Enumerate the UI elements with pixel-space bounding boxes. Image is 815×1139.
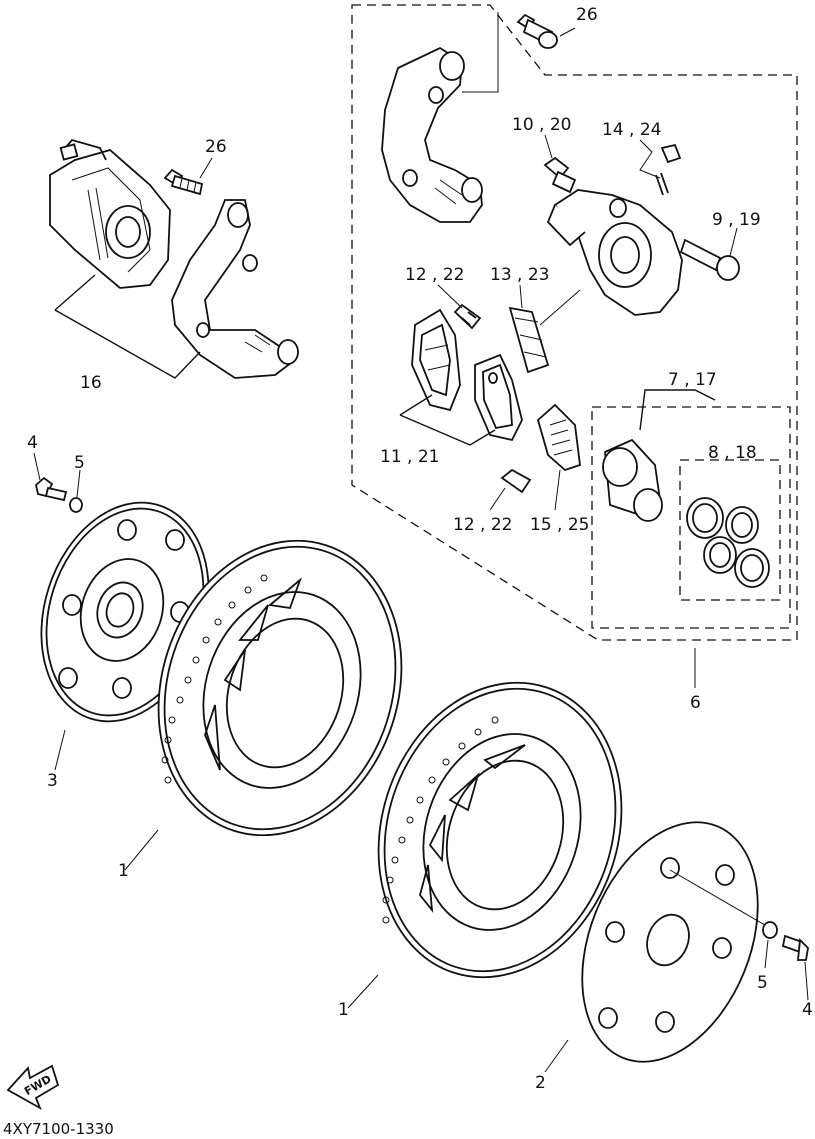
label-5-right: 5 xyxy=(757,973,768,993)
label-12-22-lower: 12 , 22 xyxy=(453,515,512,535)
label-10-20: 10 , 20 xyxy=(512,115,571,135)
leader-26b xyxy=(559,27,576,37)
label-12-22-upper: 12 , 22 xyxy=(405,265,464,285)
pistons-7-17 xyxy=(602,438,663,522)
leader-15-25 xyxy=(554,469,561,511)
label-6: 6 xyxy=(690,693,701,713)
leader-9-19 xyxy=(729,227,738,257)
right-caliper-bracket xyxy=(381,46,483,223)
bolt-4-right xyxy=(781,934,809,961)
label-3: 3 xyxy=(47,771,58,791)
forward-arrow-icon xyxy=(6,1064,60,1111)
leader-4a xyxy=(33,452,41,481)
seals-8-18 xyxy=(686,497,770,588)
pad-pin-9-19 xyxy=(679,238,740,281)
leader-5a xyxy=(76,469,81,498)
leader-11-21 xyxy=(399,394,496,446)
caliper-assembly-boundary xyxy=(351,4,798,641)
label-26-right: 26 xyxy=(576,5,598,25)
label-16: 16 xyxy=(80,373,102,393)
diagram-code: 4XY7100-1330 xyxy=(3,1120,114,1138)
label-26-left: 26 xyxy=(205,137,227,157)
bolt-26-axis xyxy=(462,12,499,93)
right-bolt-26 xyxy=(516,13,558,49)
brake-disc-left xyxy=(157,539,403,837)
pad-clip-12-22-lower xyxy=(500,468,532,494)
brake-disc-right xyxy=(377,681,623,979)
label-14-24: 14 , 24 xyxy=(602,120,661,140)
leader-12-22b xyxy=(489,487,506,511)
brake-pad-inner xyxy=(474,353,523,442)
label-4-right: 4 xyxy=(802,1000,813,1020)
label-5-left: 5 xyxy=(74,453,85,473)
washer-5-right xyxy=(762,921,778,939)
pad-shim-15-25 xyxy=(536,403,581,472)
leader-2 xyxy=(544,1039,569,1073)
left-caliper-body xyxy=(49,138,171,289)
washer-5-left xyxy=(69,497,83,513)
leader-3 xyxy=(54,729,66,771)
label-7-17: 7 , 17 xyxy=(668,370,717,390)
bolt-axis-right xyxy=(669,869,771,929)
pad-spring-13-23 xyxy=(508,306,550,374)
label-2: 2 xyxy=(535,1073,546,1093)
label-11-21: 11 , 21 xyxy=(380,447,439,467)
label-1-left: 1 xyxy=(118,861,129,881)
label-13-23: 13 , 23 xyxy=(490,265,549,285)
hub-plate-2 xyxy=(581,821,759,1063)
left-caliper-bracket xyxy=(171,199,299,379)
leader-7-17 xyxy=(639,389,716,431)
leader-5b xyxy=(764,939,769,969)
label-4-left: 4 xyxy=(27,433,38,453)
bolt-4-left xyxy=(35,476,68,502)
bleed-screw-10-20 xyxy=(543,156,577,194)
leader-10-20 xyxy=(544,134,553,159)
leader-16 xyxy=(54,274,201,379)
brake-pad-outer xyxy=(411,308,461,412)
left-bolt-26 xyxy=(163,168,204,196)
bleed-cap-14-24 xyxy=(655,143,682,196)
label-1-right: 1 xyxy=(338,1000,349,1020)
label-8-18: 8 , 18 xyxy=(708,443,757,463)
label-9-19: 9 , 19 xyxy=(712,210,761,230)
kit-boundary-8-18 xyxy=(679,459,781,601)
leader-13-23 xyxy=(519,284,581,326)
leader-4b xyxy=(804,961,809,1001)
pad-clip-12-22-upper xyxy=(453,303,482,330)
kit-boundary-7-17 xyxy=(591,406,791,629)
leader-1b xyxy=(347,974,379,1009)
label-15-25: 15 , 25 xyxy=(530,515,589,535)
leader-1a xyxy=(124,829,159,871)
leader-12-22a xyxy=(437,284,463,309)
right-caliper-body xyxy=(546,189,683,316)
leader-14-24 xyxy=(639,139,661,179)
leader-26a xyxy=(199,157,213,179)
